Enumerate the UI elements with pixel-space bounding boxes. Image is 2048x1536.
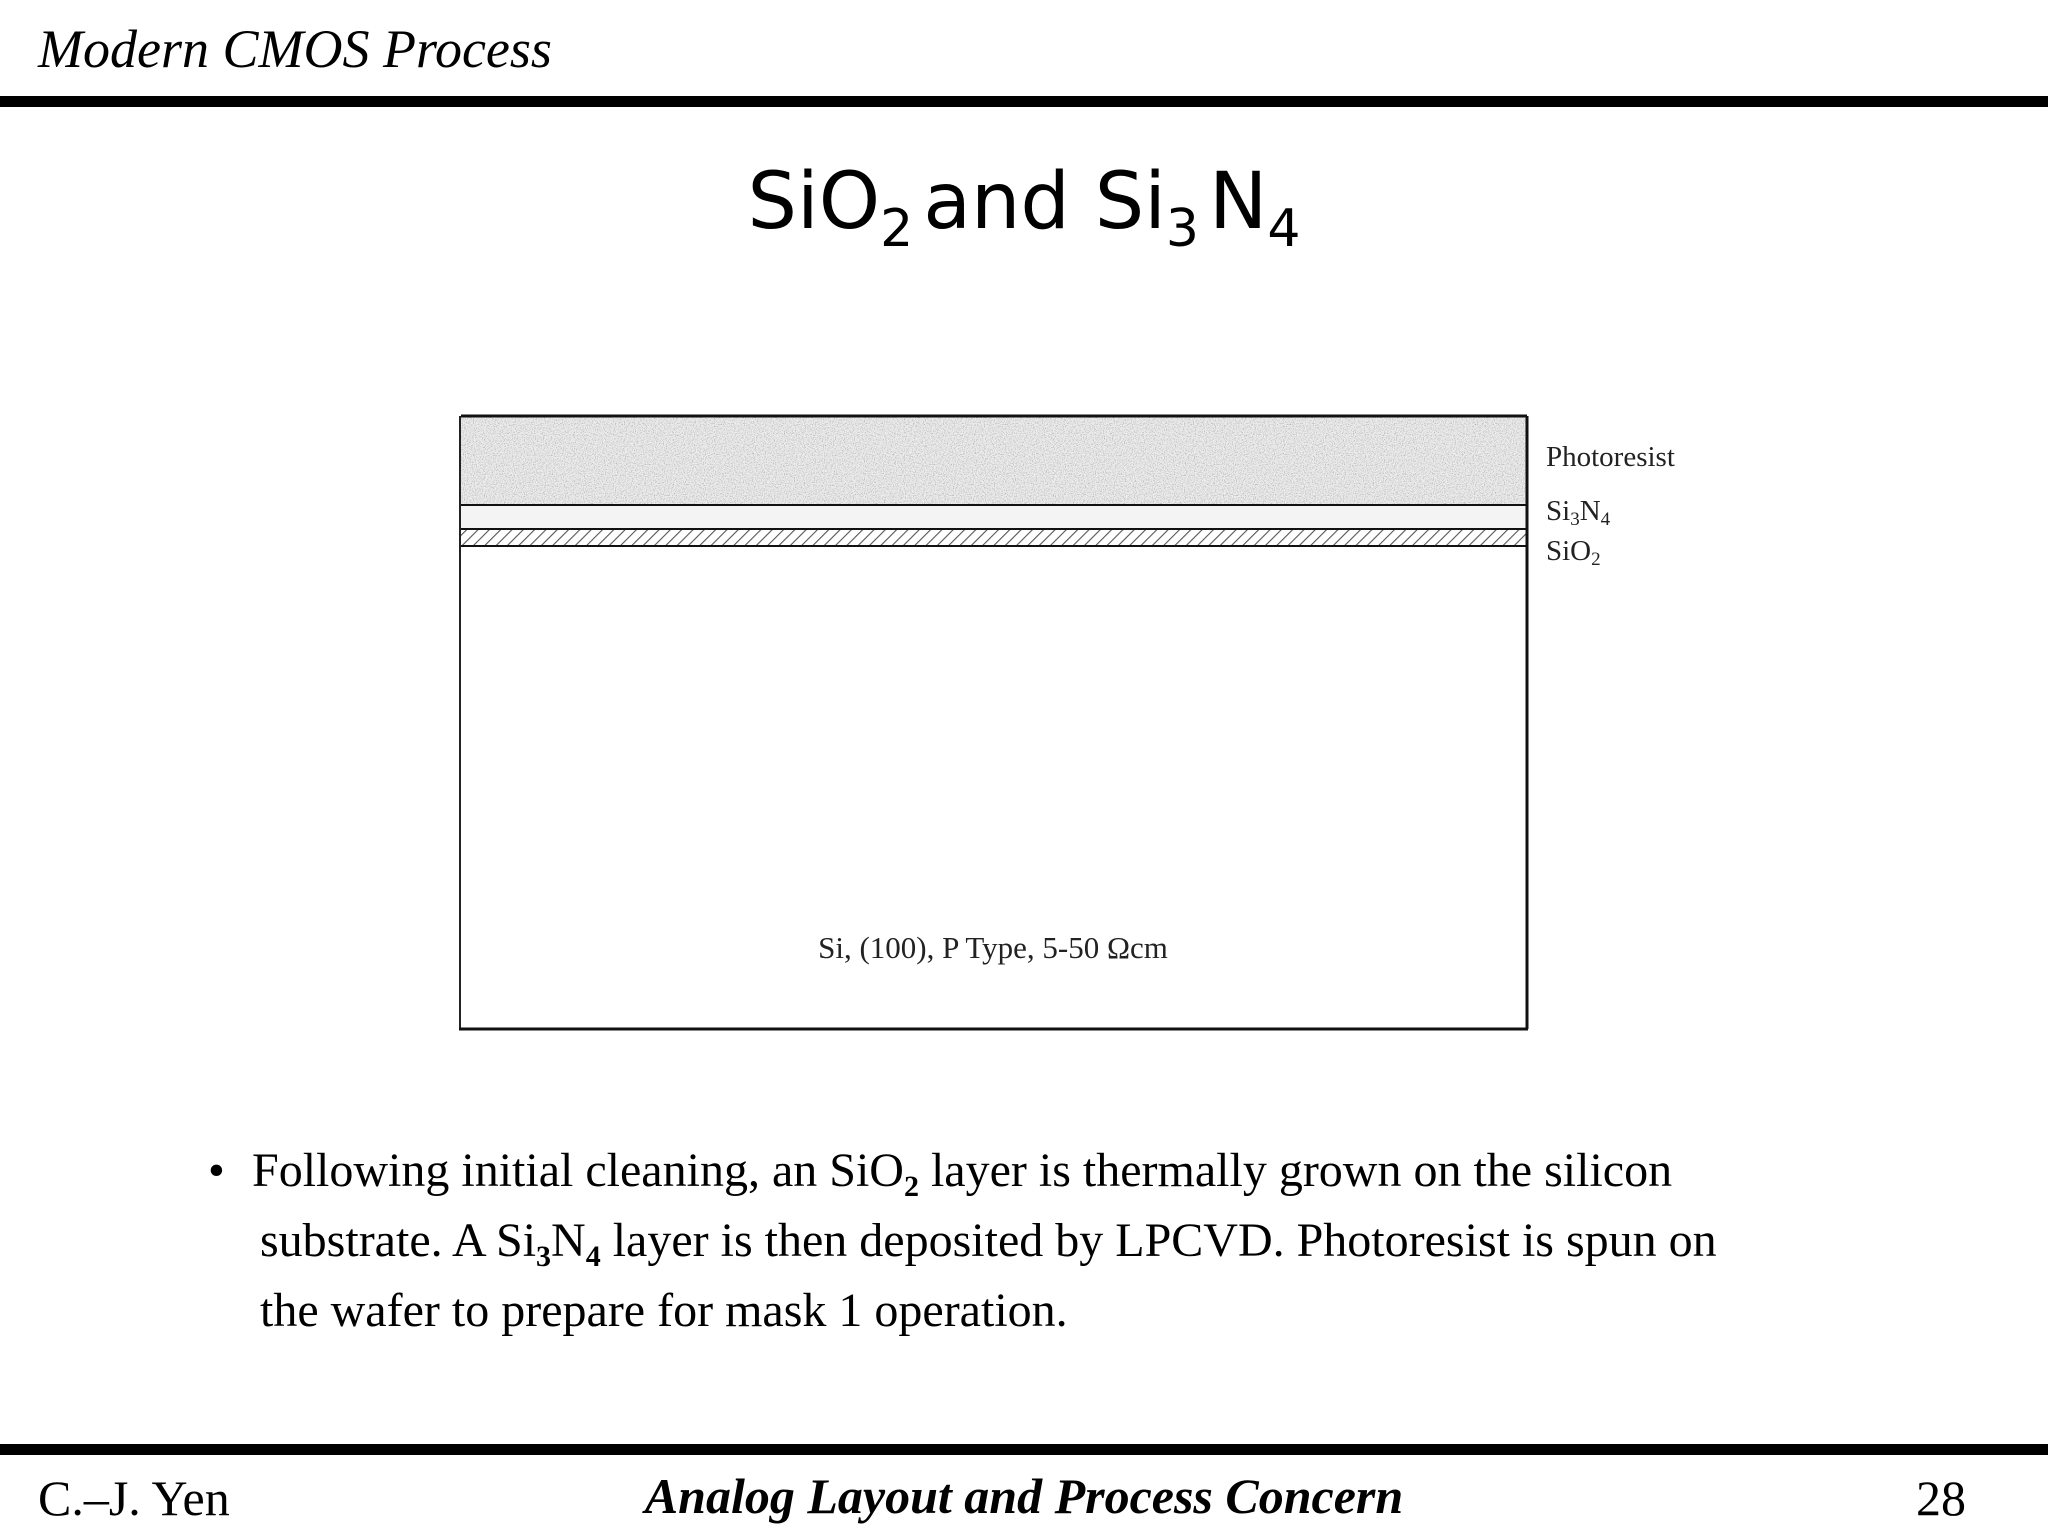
page-number: 28 xyxy=(1916,1470,1966,1526)
photoresist-speckle xyxy=(461,416,1527,504)
title-sub-4: 4 xyxy=(1267,199,1301,259)
bullet-text: Following initial cleaning, an SiO2 laye… xyxy=(252,1136,1852,1346)
bullet-line-2: substrate. A Si3N4 layer is then deposit… xyxy=(260,1214,1717,1273)
si3n4-label: Si3N4 xyxy=(1546,495,1611,530)
title-text-sio: SiO xyxy=(747,157,881,247)
title-sub-3: 3 xyxy=(1165,199,1200,259)
title-sub-2: 2 xyxy=(880,199,914,259)
sio2-layer xyxy=(461,529,1527,545)
cross-section-diagram xyxy=(459,414,1529,1031)
title-text-n: N xyxy=(1209,157,1268,247)
si3n4-layer xyxy=(461,505,1527,528)
header-rule xyxy=(0,96,2048,107)
bullet-line-3: the wafer to prepare for mask 1 operatio… xyxy=(260,1284,1068,1337)
footer-rule xyxy=(0,1444,2048,1455)
footer-course-title: Analog Layout and Process Concern xyxy=(644,1468,1404,1524)
photoresist-label: Photoresist xyxy=(1546,441,1675,473)
substrate-layer xyxy=(461,546,1527,1029)
substrate-label: Si, (100), P Type, 5-50 Ωcm xyxy=(818,930,1168,965)
title-text-and-si: and Si xyxy=(923,157,1166,247)
sio2-label: SiO2 xyxy=(1546,535,1601,570)
bullet-marker: • xyxy=(208,1144,225,1197)
bullet-line-1: Following initial cleaning, an SiO2 laye… xyxy=(252,1144,1673,1203)
header-title: Modern CMOS Process xyxy=(38,19,552,79)
footer-author: C.–J. Yen xyxy=(38,1470,230,1526)
